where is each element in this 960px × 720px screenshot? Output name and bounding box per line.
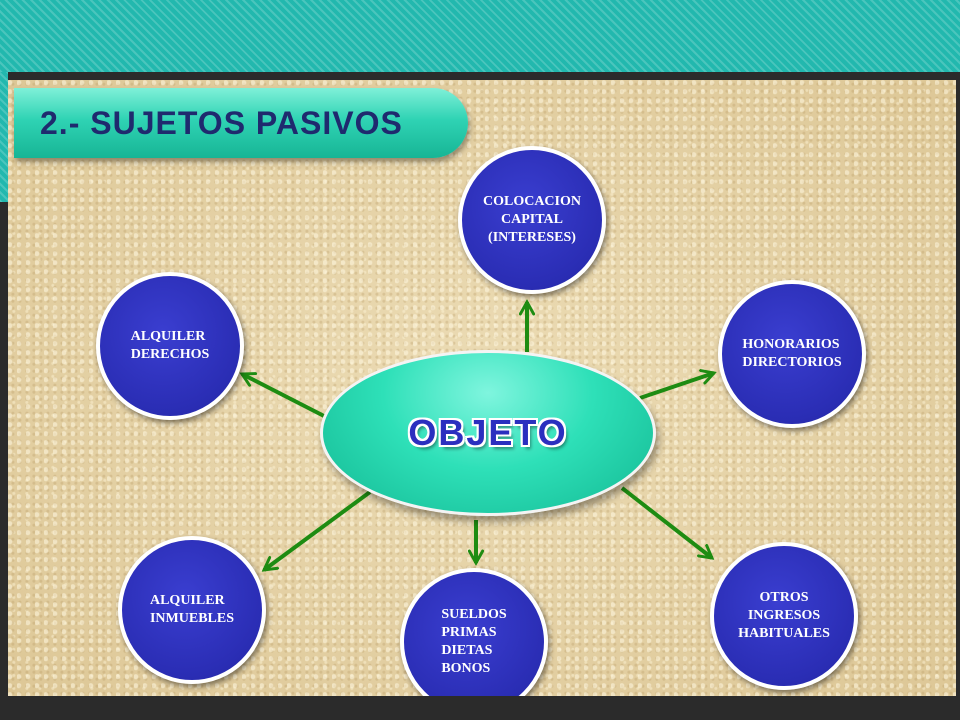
title-banner: 2.- SUJETOS PASIVOS [14,88,468,158]
arrow-to-inmuebles [264,490,372,570]
node-sueldos: SUELDOS PRIMAS DIETAS BONOS [400,568,548,696]
node-label: HONORARIOS DIRECTORIOS [742,337,842,370]
node-label: ALQUILER INMUEBLES [149,593,235,626]
center-label: OBJETO [408,412,568,453]
node-label: COLOCACION CAPITAL (INTERESES) [482,194,581,245]
node-alquiler-derechos: ALQUILER DERECHOS [96,272,244,420]
node-colocacion-capital: COLOCACION CAPITAL (INTERESES) [458,146,606,294]
node-label: OTROS INGRESOS HABITUALES [738,590,830,641]
connector-arrows [8,80,956,696]
arrow-to-otros [620,486,712,558]
node-label: ALQUILER DERECHOS [130,329,210,362]
slide-canvas: 2.- SUJETOS PASIVOS COLOCACION CAPITAL (… [8,80,956,696]
arrow-to-derechos [242,374,325,418]
node-otros-ingresos: OTROS INGRESOS HABITUALES [710,542,858,690]
node-alquiler-inmuebles: ALQUILER INMUEBLES [118,536,266,684]
node-label: SUELDOS PRIMAS DIETAS BONOS [441,607,507,676]
center-objeto-oval: OBJETO [320,350,656,516]
arrow-to-honorarios [639,373,714,400]
top-decorative-band [0,0,960,72]
left-decorative-strip [0,72,8,202]
node-honorarios-directorios: HONORARIOS DIRECTORIOS [718,280,866,428]
slide-title: 2.- SUJETOS PASIVOS [40,104,403,141]
